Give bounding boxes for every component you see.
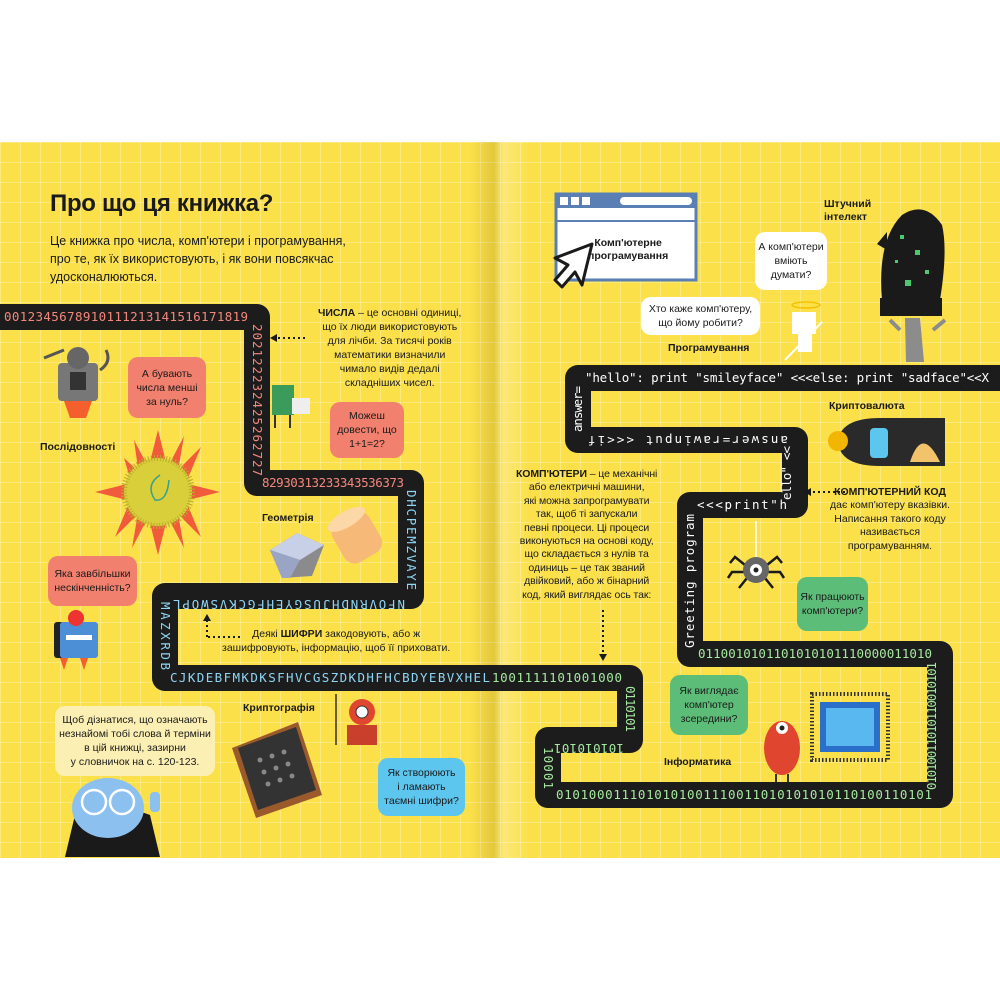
code-term: КОМП'ЮТЕРНИЙ КОД: [834, 486, 946, 498]
ciphers-note-pre: Деякі: [252, 628, 281, 640]
label-cryptography: Криптографія: [243, 702, 315, 714]
sunflower-illustration: [95, 430, 220, 555]
road-binary-7: 0110010101101010101110000011010: [698, 646, 932, 661]
road-code-4: answer=rawinput <<<if: [588, 433, 788, 448]
road-letters-1: DHCPEMZVAYE: [404, 490, 419, 590]
bubble-negative-numbers: А бувають числа менші за нуль?: [128, 357, 206, 418]
crypto-mining-illustration: [828, 418, 945, 466]
jetpack-robot-illustration: [54, 610, 98, 670]
computers-term: КОМП'ЮТЕРИ: [516, 468, 587, 480]
numbers-term: ЧИСЛА: [318, 307, 356, 319]
page-title: Про що ця книжка?: [50, 190, 274, 217]
bubble-how-work: Як працюють комп'ютери?: [797, 577, 868, 631]
computers-note-text: – це механічні або електричні машини, як…: [519, 468, 658, 601]
label-geometry: Геометрія: [262, 512, 314, 524]
label-sequences: Послідовності: [40, 441, 116, 453]
road-binary-4: 10001: [541, 747, 556, 789]
road: [0, 304, 1000, 808]
road-code-3: ello" <<: [779, 446, 794, 500]
programmer-robot-illustration: [784, 301, 823, 361]
bubble-glossary: Щоб дізнатися, що означають незнайомі то…: [55, 706, 215, 776]
road-code-2: <<<print"h: [697, 497, 787, 512]
bubble-infinity: Яка завбільшки нескінченність?: [48, 556, 137, 606]
road-letters-2: NFOVRNDHJUSGYEHFGCKVSWOPL: [173, 597, 405, 612]
label-crypto: Криптовалюта: [829, 400, 905, 412]
label-informatics: Інформатика: [664, 756, 732, 768]
ai-chess-knight-illustration: [877, 209, 947, 362]
ciphers-term: ШИФРИ: [280, 628, 323, 640]
spider-illustration: [726, 521, 786, 589]
road-binary-3: 101010101: [554, 741, 624, 756]
intro-paragraph: Це книжка про числа, комп'ютери і програ…: [50, 234, 346, 284]
road-binary-2: 0110101: [623, 686, 638, 732]
road-binary-1: 1001111101001000: [492, 670, 622, 685]
bubble-inside: Як виглядає комп'ютер зсередини?: [670, 675, 748, 735]
ciphers-note-text: закодовують, або ж зашифровують, інформа…: [222, 628, 451, 654]
ciphers-note: Деякі ШИФРИ закодовують, або ж зашифрову…: [222, 627, 450, 655]
bubble-prove: Можеш довести, що 1+1=2?: [330, 402, 404, 458]
microchip-illustration: [810, 692, 890, 762]
bubble-think: А комп'ютери вміють думати?: [755, 232, 827, 290]
numbers-note-text: – це основні одиниці, що їх люди викорис…: [322, 307, 462, 389]
cube-illustration: [270, 533, 324, 578]
cylinder-illustration: [327, 506, 383, 564]
label-ai: Штучний інтелект: [824, 198, 872, 223]
code-note-text: дає комп'ютеру вказівки. Написання таког…: [830, 499, 950, 552]
red-monster-character: [764, 721, 800, 782]
hanging-red-robot: [335, 694, 377, 745]
mouse-cursor-icon: [553, 242, 594, 289]
circuit-board-robot: [272, 385, 310, 428]
road-binary-5: 0101000111010101001110011010101010110100…: [556, 787, 932, 802]
road-code-6: "hello": print "smileyface" <<<else: pri…: [585, 370, 989, 385]
window-label: Комп'ютерне програмування: [588, 237, 669, 262]
enigma-machine-illustration: [232, 722, 322, 818]
road-numbers-3: 82930313233343536373: [262, 475, 404, 490]
label-programming: Програмування: [668, 342, 750, 354]
road-letters-4: CJKDEBFMKDKSFHVCGSZDKDHFHCBDYEBVXHEL: [170, 670, 490, 685]
bubble-who-tells: Хто каже комп'ютеру, що йому робити?: [641, 297, 760, 335]
road-code-5: answer=: [570, 386, 585, 432]
teacher-character-illustration: [65, 778, 160, 857]
road-binary-6: 01010011010110010101: [924, 662, 939, 790]
road-numbers-1: 0012345678910111213141516171819: [4, 309, 248, 324]
numbers-note: ЧИСЛА – це основні одиниці, що їх люди в…: [318, 306, 461, 390]
road-letters-3: MAZXRDB: [158, 602, 173, 670]
program-window-illustration: [554, 192, 698, 282]
bubble-ciphers: Як створюють і ламають таємні шифри?: [378, 758, 465, 816]
mining-robot-illustration: [43, 347, 110, 418]
computers-note: КОМП'ЮТЕРИ – це механічні або електричні…: [516, 468, 657, 602]
book-spine-shadow: [470, 142, 530, 858]
